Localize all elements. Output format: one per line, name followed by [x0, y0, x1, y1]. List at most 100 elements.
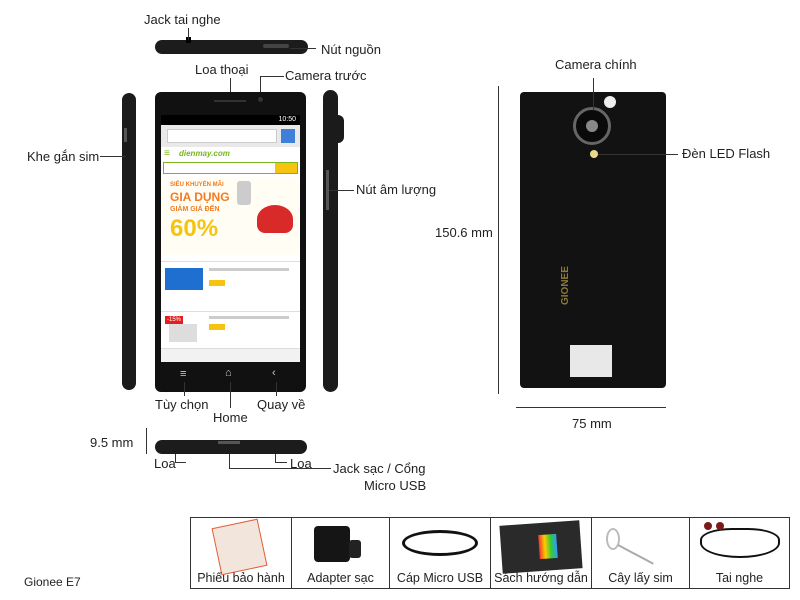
- accessory-warranty-card: Phiếu bảo hành: [190, 517, 292, 589]
- promo-line-3: GIẢM GIÁ ĐẾN: [170, 206, 220, 213]
- leader-line: [260, 76, 284, 77]
- leader-line: [230, 78, 231, 102]
- promo-line-2: GIA DỤNG: [170, 190, 230, 204]
- accessory-label: Phiếu bảo hành: [197, 571, 285, 585]
- price-tag: [209, 324, 225, 330]
- phone-bottom-view: [155, 440, 307, 454]
- label-back-key: Quay về: [257, 397, 306, 412]
- leader-line: [100, 156, 126, 157]
- leader-line: [276, 382, 277, 396]
- leader-line: [188, 28, 189, 40]
- power-button-marker: [263, 44, 289, 48]
- promo-banner[interactable]: SIÊU KHUYẾN MÃI GIA DỤNG GIẢM GIÁ ĐẾN 60…: [161, 177, 300, 255]
- leader-line: [275, 454, 276, 463]
- leader-line: [260, 76, 261, 96]
- earbud-right: [716, 522, 724, 530]
- accessory-usb-cable: Cáp Micro USB: [389, 517, 491, 589]
- blender-image: [237, 181, 251, 205]
- browser-nav-bar: [161, 348, 300, 362]
- leader-line: [176, 462, 186, 463]
- model-name: Gionee E7: [24, 575, 81, 589]
- accessory-sim-tool: Cây lấy sim: [591, 517, 690, 589]
- label-height: 150.6 mm: [435, 225, 493, 240]
- usb-port-marker: [218, 441, 240, 444]
- warranty-card-icon: [211, 518, 268, 576]
- charger-plug: [349, 540, 361, 558]
- label-speaker-left: Loa: [154, 456, 176, 471]
- site-logo: dienmay.com: [179, 149, 230, 158]
- text-lines: [209, 268, 289, 271]
- sim-tool-icon: [606, 528, 620, 550]
- tabs-icon[interactable]: [281, 129, 295, 143]
- label-led-flash: Đèn LED Flash: [682, 146, 771, 161]
- status-time: 10:50: [278, 116, 296, 123]
- back-label-sticker: [570, 345, 612, 377]
- search-row: [163, 162, 298, 174]
- leader-line: [229, 468, 331, 469]
- label-earpiece: Loa thoại: [195, 62, 249, 77]
- earbud-left: [704, 522, 712, 530]
- label-charging-port-2: Micro USB: [364, 478, 427, 493]
- status-bar: 10:50: [161, 115, 300, 125]
- price-tag: [209, 280, 225, 286]
- label-volume-button: Nút âm lượng: [356, 182, 437, 197]
- camera-lens: [586, 120, 598, 132]
- label-home-key: Home: [213, 410, 248, 425]
- earphones-icon: [700, 528, 780, 558]
- earpiece-icon: [214, 100, 246, 102]
- led-flash-icon: [590, 150, 598, 158]
- back-sensor: [604, 96, 616, 108]
- leader-line: [593, 78, 594, 110]
- volume-button-marker: [326, 170, 329, 210]
- label-charging-port-1: Jack sạc / Cổng: [333, 461, 426, 476]
- accessory-label: Sách hướng dẫn: [494, 571, 588, 585]
- headphone-jack-marker: [186, 37, 191, 43]
- home-key-icon: ⌂: [225, 367, 232, 379]
- label-headphone-jack: Jack tai nghe: [144, 12, 221, 27]
- label-thickness: 9.5 mm: [90, 435, 134, 450]
- leader-line: [290, 48, 316, 49]
- label-sim-slot: Khe gắn sim: [27, 149, 100, 164]
- leader-line: [329, 190, 354, 191]
- label-front-camera: Camera trước: [285, 68, 367, 83]
- accessory-earphones: Tai nghe: [689, 517, 790, 589]
- label-speaker-right: Loa: [290, 456, 312, 471]
- camera-bump: [336, 115, 344, 143]
- accessory-label: Cây lấy sim: [608, 571, 673, 585]
- cooker-image: [257, 205, 293, 233]
- leader-line: [184, 382, 185, 396]
- sim-slot-marker: [124, 128, 127, 142]
- accessory-charger: Adapter sạc: [291, 517, 390, 589]
- accessory-label: Cáp Micro USB: [396, 571, 484, 585]
- discount-badge: -15%: [165, 316, 184, 324]
- machine-image: [169, 324, 197, 342]
- dimension-line: [146, 428, 147, 454]
- label-main-camera: Camera chính: [555, 57, 637, 72]
- accessory-label: Tai nghe: [715, 571, 764, 585]
- text-lines: [209, 316, 289, 319]
- leader-line: [598, 154, 678, 155]
- url-field[interactable]: [167, 129, 277, 143]
- usb-cable-icon: [402, 530, 478, 556]
- dimension-line-width: [516, 407, 666, 408]
- promo-line-1: SIÊU KHUYẾN MÃI: [170, 182, 224, 188]
- phone-top-view: [155, 40, 308, 54]
- accessory-manual: Sách hướng dẫn: [490, 517, 592, 589]
- menu-icon[interactable]: ≡: [164, 148, 170, 159]
- leader-line: [230, 382, 231, 408]
- accessory-label: Adapter sạc: [307, 571, 374, 585]
- back-brand-logo: GIONEE: [560, 266, 571, 305]
- product-row[interactable]: -15%: [161, 311, 300, 348]
- main-camera-icon: [573, 107, 611, 145]
- browser-bar: [161, 125, 300, 147]
- leader-line: [229, 454, 230, 469]
- phone-screen: 10:50 ≡ dienmay.com SIÊU KHUYẾN MÃI GIA …: [161, 115, 300, 362]
- phone-right-side-view: [323, 90, 338, 392]
- site-header: ≡ dienmay.com: [161, 147, 300, 161]
- label-options-key: Tùy chọn: [155, 397, 209, 412]
- search-button[interactable]: [275, 163, 297, 173]
- manual-book-icon: [499, 520, 583, 574]
- phone-left-side-view: [122, 93, 136, 390]
- sim-tool-pin: [617, 544, 654, 565]
- product-row[interactable]: [161, 261, 300, 302]
